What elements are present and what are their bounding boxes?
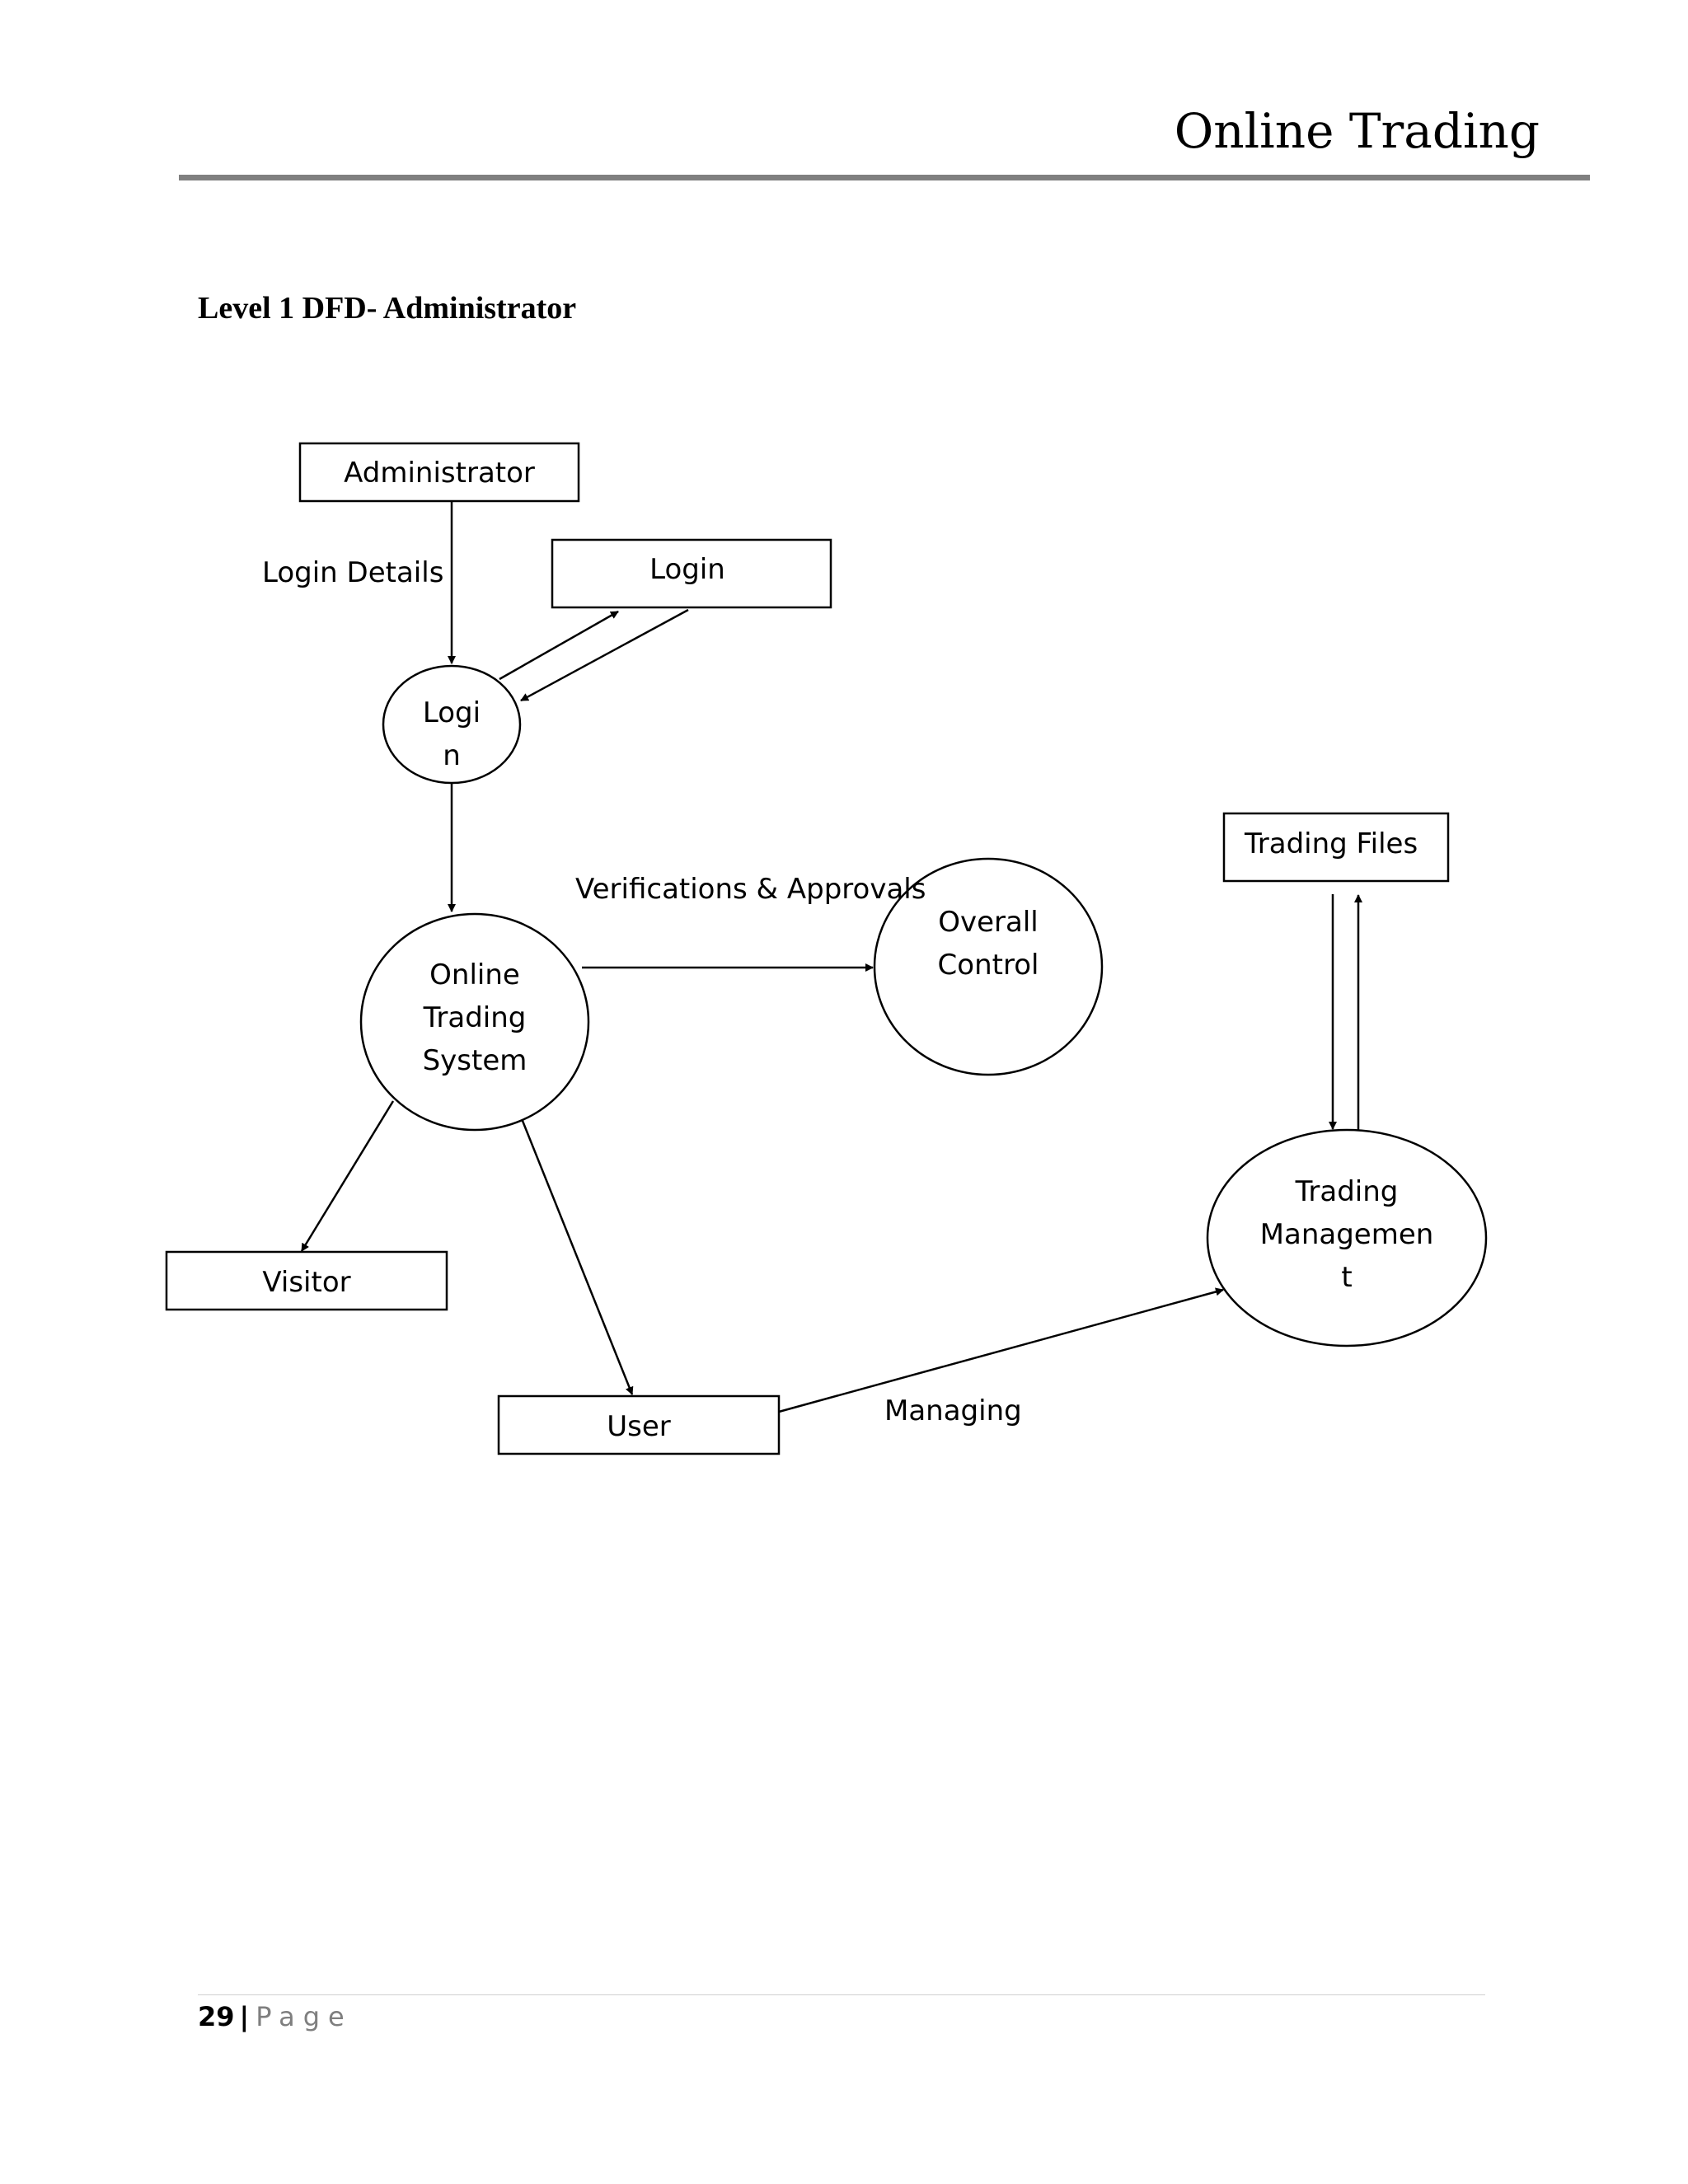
trading-management-line3: t — [1341, 1261, 1352, 1294]
section-heading: Level 1 DFD- Administrator — [198, 291, 577, 326]
header-divider — [179, 175, 1590, 180]
footer-separator: | — [239, 2001, 250, 2032]
trading-files-entity: Trading Files — [1222, 812, 1450, 883]
login-process-line1: Logi — [423, 696, 481, 729]
flow-ots-to-visitor — [300, 1100, 395, 1252]
user-label: User — [607, 1410, 671, 1443]
flow-store-to-login — [520, 608, 689, 702]
ots-line3: System — [423, 1044, 528, 1077]
login-store-label: Login — [649, 553, 725, 586]
overall-control-process: Overall Control — [873, 857, 1104, 1076]
administrator-label: Administrator — [344, 457, 535, 490]
login-process: Logi n — [382, 664, 522, 785]
flow-label-managing: Managing — [884, 1394, 1022, 1427]
login-store-entity: Login — [551, 538, 832, 609]
online-trading-system-process: Online Trading System — [359, 912, 590, 1132]
flow-label-login-details: Login Details — [262, 556, 443, 589]
overall-control-line1: Overall — [938, 906, 1039, 939]
trading-files-label: Trading Files — [1244, 827, 1418, 860]
page-number: 29 — [198, 2001, 235, 2032]
page-word: Page — [256, 2001, 353, 2032]
login-process-line2: n — [443, 739, 461, 772]
page-footer: 29|Page — [198, 2001, 353, 2032]
visitor-entity: Visitor — [165, 1250, 448, 1311]
user-entity: User — [497, 1394, 781, 1455]
footer-divider — [198, 1994, 1485, 1995]
trading-management-process: Trading Managemen t — [1206, 1128, 1488, 1347]
administrator-entity: Administrator — [298, 442, 580, 503]
ots-line2: Trading — [423, 1001, 527, 1034]
overall-control-line2: Control — [938, 949, 1039, 982]
ots-line1: Online — [429, 958, 520, 991]
flow-label-verifications: Verifications & Approvals — [575, 873, 926, 906]
flow-user-to-management — [778, 1287, 1224, 1413]
trading-management-line1: Trading — [1295, 1175, 1399, 1208]
flow-login-to-store — [499, 610, 619, 681]
visitor-label: Visitor — [262, 1266, 350, 1299]
page-header-title: Online Trading — [1174, 103, 1540, 159]
flow-ots-to-user — [521, 1120, 634, 1395]
trading-management-line2: Managemen — [1260, 1218, 1434, 1251]
